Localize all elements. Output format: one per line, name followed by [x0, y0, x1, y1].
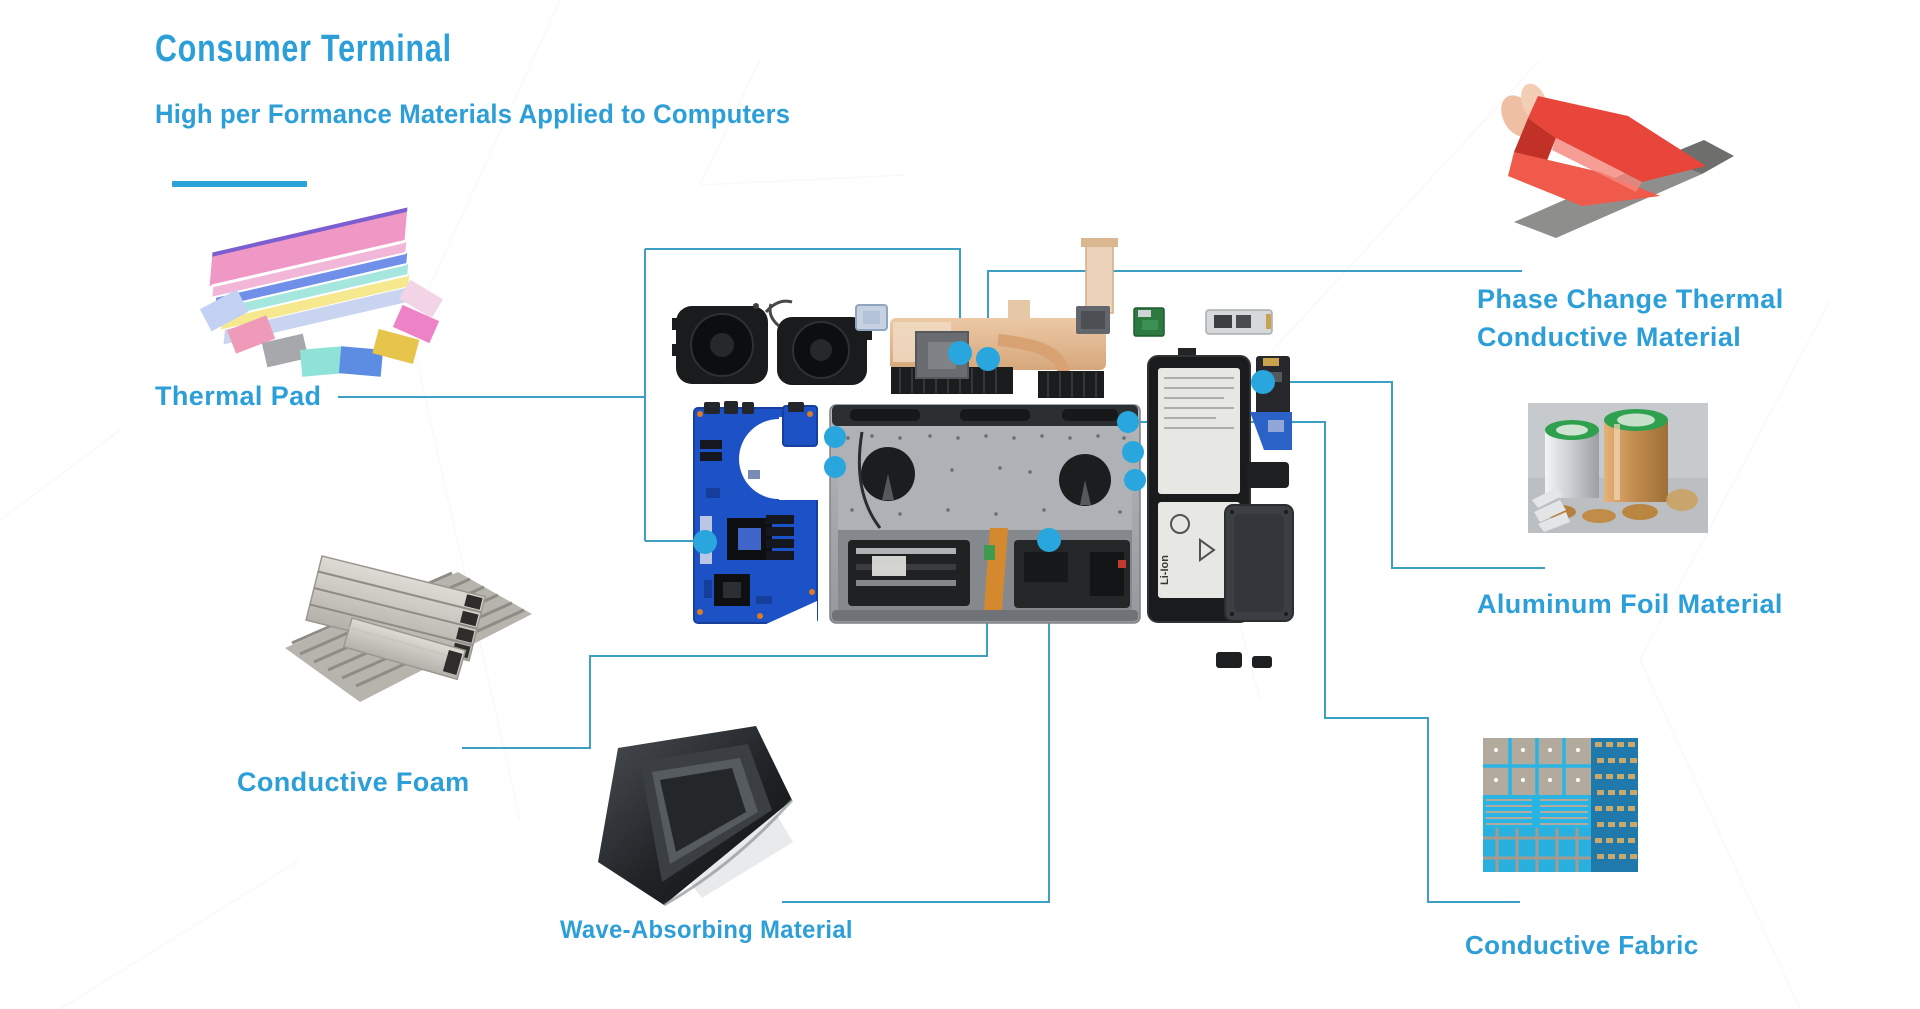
keyboard-deck	[829, 404, 1141, 624]
cpu-chip	[727, 518, 772, 560]
deck-battery-bay	[848, 540, 970, 606]
copper-foil-roll	[1604, 409, 1668, 502]
shield-plate-part	[855, 304, 888, 331]
wave-absorbing-photo	[598, 726, 794, 907]
label-aluminum-foil-material: Aluminum Foil Material	[1477, 589, 1783, 619]
heatsink-assembly	[890, 238, 1118, 398]
aluminum-foil-line	[1272, 381, 1545, 569]
label-phase-change-line1: Phase Change Thermal	[1477, 284, 1784, 314]
silver-foil-roll	[1545, 420, 1599, 498]
dot-usb-board	[1251, 370, 1275, 394]
battery: Li-Ion	[1147, 348, 1251, 623]
keyboard-ribbon-cable	[984, 528, 1008, 610]
page-subtitle: High per Formance Materials Applied to C…	[155, 99, 791, 129]
ssd-drive	[1205, 309, 1273, 335]
dot-deck-right-bottom	[1124, 469, 1146, 491]
deck-right-bay	[1014, 540, 1130, 608]
dot-hinge-lower	[824, 456, 846, 478]
wave-absorbing-line	[782, 549, 1050, 903]
ram-chip	[1076, 306, 1110, 334]
conductive-fabric-line	[1139, 421, 1520, 903]
page-title: Consumer Terminal	[155, 28, 452, 70]
speaker-part-right	[1252, 656, 1272, 668]
dot-deck-right-top	[1117, 411, 1139, 433]
motherboard-ports	[704, 401, 804, 414]
label-phase-change-line2: Conductive Material	[1477, 322, 1742, 352]
motherboard	[693, 401, 821, 625]
dot-hinge-upper	[824, 426, 846, 448]
label-phase-change-thermal-conductive-material: Phase Change Thermal Conductive Material	[1477, 280, 1784, 356]
conductive-fabric-photo	[1483, 738, 1638, 872]
vram-pads	[700, 440, 794, 560]
battery-label-text: Li-Ion	[1159, 555, 1171, 585]
dot-motherboard	[693, 530, 717, 554]
dot-heatsink-right	[976, 347, 1000, 371]
trackpad-module	[1247, 462, 1289, 488]
antenna-cable	[857, 431, 882, 529]
cooling-fan-left	[672, 299, 793, 384]
cooling-fan-right	[768, 303, 872, 385]
thermal-pad-line-top-branch	[645, 248, 961, 344]
bottom-access-door	[1224, 504, 1294, 622]
thermal-pad-photo	[199, 207, 443, 377]
wifi-card	[1133, 307, 1165, 337]
foil-scraps	[1532, 488, 1570, 532]
speaker-part-left	[1216, 652, 1242, 668]
dot-heatsink-left	[948, 341, 972, 365]
gpu-chip	[714, 574, 750, 606]
label-conductive-fabric: Conductive Fabric	[1465, 930, 1699, 960]
deck-fan-openings	[861, 447, 1111, 506]
conductive-foam-photo	[285, 555, 532, 702]
usb-daughterboard	[1250, 356, 1292, 450]
phase-change-tape-photo	[1501, 83, 1734, 238]
exploded-laptop: Li-Ion	[672, 238, 1294, 668]
label-thermal-pad: Thermal Pad	[155, 381, 322, 411]
dot-keyboard-ribbon	[1037, 528, 1061, 552]
thermal-pad-samples	[199, 279, 443, 377]
aluminum-foil-photo	[1528, 403, 1708, 533]
label-wave-absorbing-material: Wave-Absorbing Material	[560, 916, 853, 944]
label-conductive-foam: Conductive Foam	[237, 767, 470, 797]
title-underline-bar	[172, 181, 307, 187]
dot-deck-right-mid	[1122, 441, 1144, 463]
marker-dots	[693, 341, 1275, 554]
knit-pattern	[1595, 742, 1637, 859]
